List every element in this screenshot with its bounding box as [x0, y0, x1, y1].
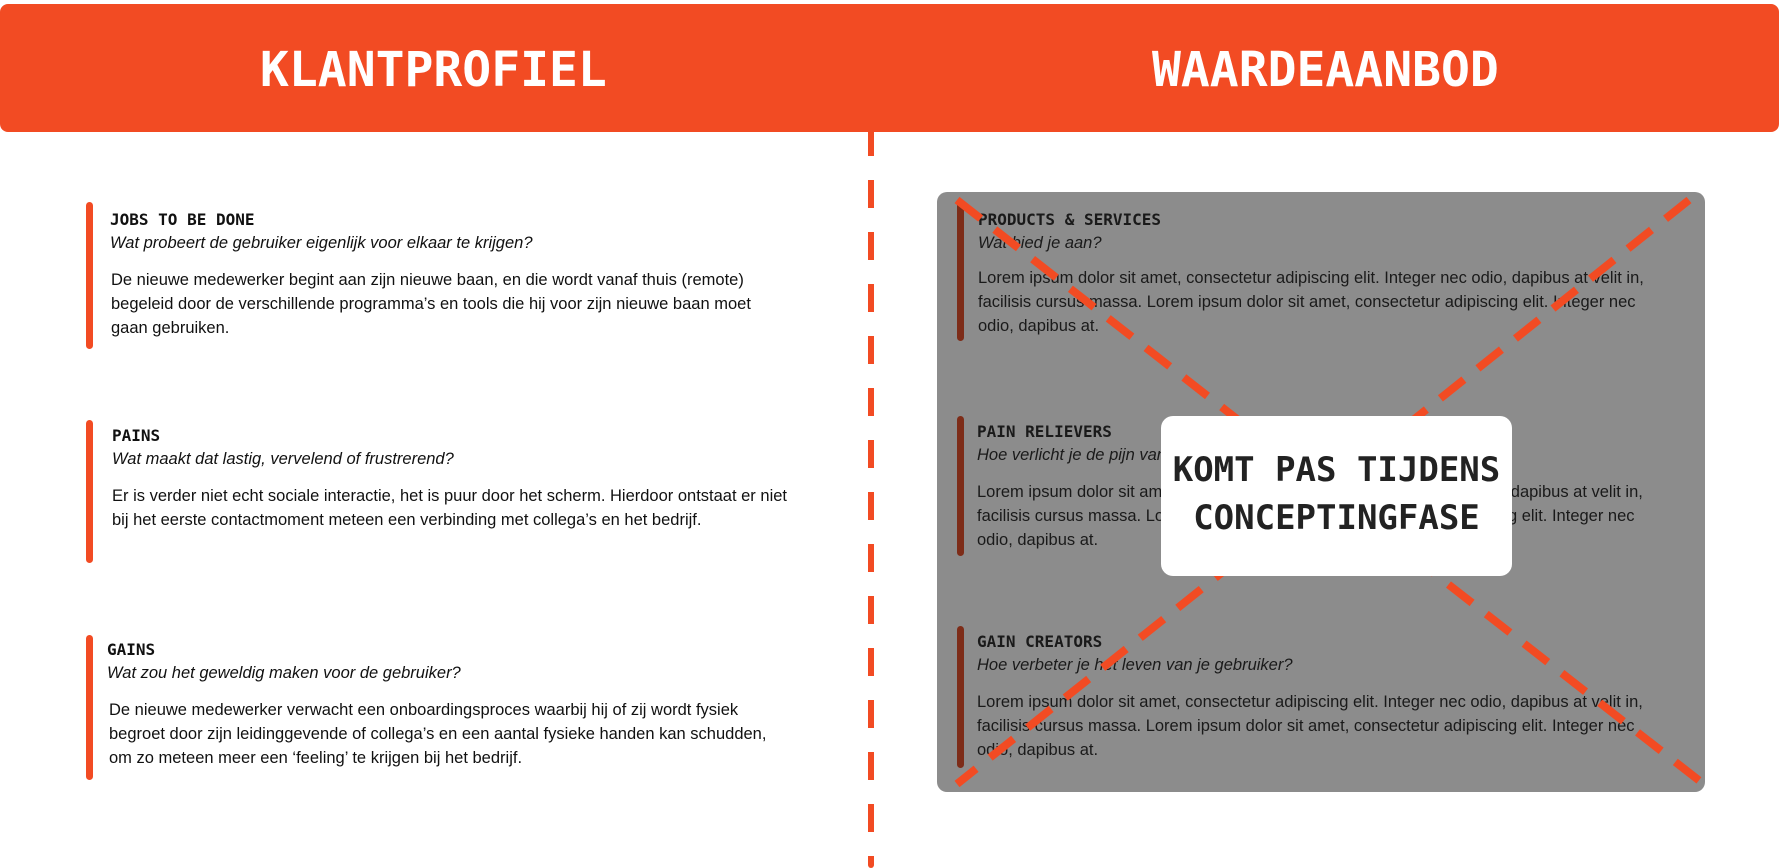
- cross-line-2: [954, 196, 1692, 788]
- jobs-accent-bar: [86, 202, 93, 349]
- jobs-body: De nieuwe medewerker begint aan zijn nie…: [111, 271, 751, 337]
- notice-line-1: KOMT PAS TIJDENS: [1172, 450, 1501, 490]
- gain-creators-title: GAIN CREATORS: [977, 632, 1103, 651]
- value-proposition-heading: WAARDEAANBOD: [1152, 42, 1499, 98]
- cross-out-mark: [954, 196, 1704, 788]
- jobs-question: Wat probeert de gebruiker eigenlijk voor…: [110, 234, 533, 252]
- jobs-title: JOBS TO BE DONE: [110, 210, 255, 229]
- pains-question: Wat maakt dat lastig, vervelend of frust…: [112, 450, 454, 468]
- products-body: Lorem ipsum dolor sit amet, consectetur …: [978, 269, 1644, 335]
- pains-title: PAINS: [112, 426, 161, 445]
- gain-creators-accent-bar: [957, 626, 964, 768]
- gains-question: Wat zou het geweldig maken voor de gebru…: [107, 664, 461, 682]
- cross-line-1: [954, 196, 1704, 786]
- gains-title: GAINS: [107, 640, 156, 659]
- pains-body: Er is verder niet echt sociale interacti…: [112, 487, 787, 529]
- customer-profile-heading: KLANTPROFIEL: [260, 42, 607, 98]
- pain-relievers-accent-bar: [957, 416, 964, 556]
- concepting-phase-notice: KOMT PAS TIJDENS CONCEPTINGFASE: [1161, 416, 1512, 576]
- gains-accent-bar: [86, 635, 93, 780]
- pains-accent-bar: [86, 420, 93, 563]
- concepting-phase-text: KOMT PAS TIJDENS CONCEPTINGFASE: [1161, 446, 1512, 542]
- products-accent-bar: [957, 202, 964, 341]
- products-title: PRODUCTS & SERVICES: [978, 210, 1162, 229]
- notice-line-2: CONCEPTINGFASE: [1193, 498, 1480, 538]
- gain-creators-question: Hoe verbeter je het leven van je gebruik…: [977, 656, 1293, 674]
- pain-relievers-title: PAIN RELIEVERS: [977, 422, 1112, 441]
- header-banner: KLANTPROFIEL WAARDEAANBOD: [0, 4, 1779, 132]
- gains-body: De nieuwe medewerker verwacht een onboar…: [109, 701, 767, 767]
- dashed-divider: [868, 128, 874, 868]
